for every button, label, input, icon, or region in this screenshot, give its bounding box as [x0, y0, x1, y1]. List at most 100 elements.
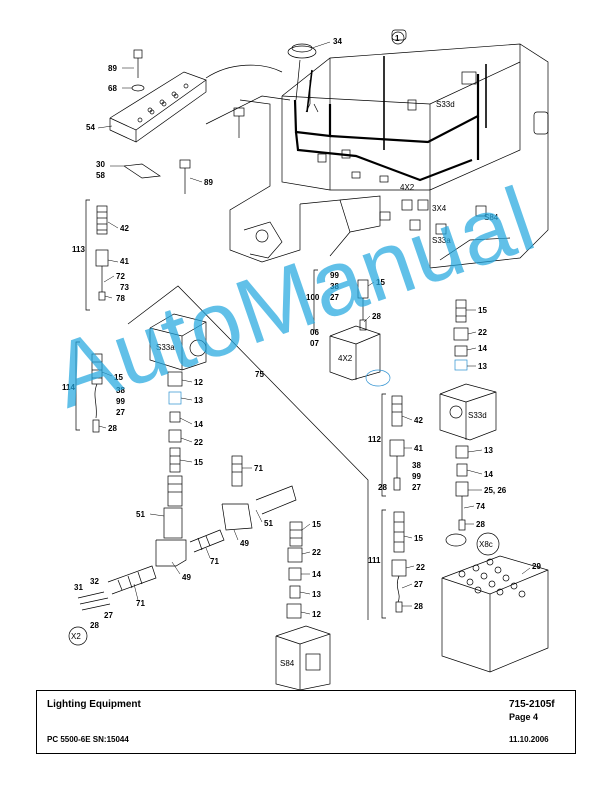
callout-72: 72 — [116, 272, 125, 281]
callout-27b: 27 — [104, 611, 113, 620]
callout-15b: 15 — [194, 458, 203, 467]
leader-lines — [97, 41, 531, 615]
callout-13c: 13 — [478, 362, 487, 371]
switch-s84-stack — [275, 521, 331, 690]
tag-s84: S84 — [484, 213, 499, 222]
callout-12b: 12 — [312, 610, 321, 619]
callout-15d: 15 — [376, 278, 385, 287]
callout-28b: 28 — [90, 621, 99, 630]
callout-25-26: 25, 26 — [484, 486, 507, 495]
parts-diagram: 1 34 89 68 54 30 58 89 42 113 41 72 73 7… — [62, 29, 549, 690]
callout-51b: 51 — [264, 519, 273, 528]
callout-34: 34 — [333, 37, 342, 46]
tag-s33d: S33d — [436, 100, 455, 109]
callout-27: 27 — [116, 408, 125, 417]
callout-38b: 38 — [330, 282, 339, 291]
callout-41b: 41 — [414, 444, 423, 453]
callout-22c: 22 — [416, 563, 425, 572]
tag-x2: X2 — [71, 632, 81, 641]
callout-100: 100 — [306, 293, 320, 302]
callout-28e: 28 — [414, 602, 423, 611]
callout-71b: 71 — [210, 557, 219, 566]
callout-71c: 71 — [136, 599, 145, 608]
connector-group-112 — [381, 393, 405, 497]
document-number: 715-2105f — [509, 699, 555, 710]
callout-labels: 1 34 89 68 54 30 58 89 42 113 41 72 73 7… — [62, 34, 541, 630]
callout-114: 114 — [62, 383, 75, 392]
callout-28d: 28 — [378, 483, 387, 492]
callout-71: 71 — [254, 464, 263, 473]
document-title: Lighting Equipment — [47, 699, 141, 710]
callout-51: 51 — [136, 510, 145, 519]
callout-42: 42 — [120, 224, 129, 233]
tag-s33a-box: S33a — [156, 343, 175, 352]
callout-32: 32 — [90, 577, 99, 586]
callout-14: 14 — [194, 420, 203, 429]
callout-12: 12 — [194, 378, 203, 387]
callout-89: 89 — [108, 64, 117, 73]
callout-1: 1 — [395, 34, 400, 43]
callout-15: 15 — [114, 373, 123, 382]
tag-x8c: X8c — [479, 540, 493, 549]
page-number: Page 4 — [509, 712, 539, 722]
callout-111: 111 — [368, 556, 381, 565]
callout-75: 75 — [255, 370, 264, 379]
callout-27d: 27 — [412, 483, 421, 492]
callout-68: 68 — [108, 84, 117, 93]
callout-27e: 27 — [414, 580, 423, 589]
callout-38: 38 — [116, 386, 125, 395]
tag-4x2: 4X2 — [400, 183, 415, 192]
callout-58: 58 — [96, 171, 105, 180]
callout-54: 54 — [86, 123, 95, 132]
connector-group-114 — [75, 341, 103, 433]
callout-27c: 27 — [330, 293, 339, 302]
callout-113: 113 — [72, 245, 85, 254]
conduit-assembly — [77, 455, 297, 611]
component-tags: S33d 4X2 3X4 S84 S33a S33a 4X2 S33d X8c … — [71, 100, 499, 668]
callout-31: 31 — [74, 583, 83, 592]
title-block: Lighting Equipment 715-2105f Page 4 PC 5… — [36, 690, 576, 754]
callout-15c: 15 — [312, 520, 321, 529]
tag-1-circle — [391, 31, 405, 45]
callout-15e: 15 — [414, 534, 423, 543]
callout-112: 112 — [368, 435, 381, 444]
tag-4x2-box: 4X2 — [338, 354, 353, 363]
junction-box-29 — [441, 555, 549, 673]
callout-89b: 89 — [204, 178, 213, 187]
callout-22b: 22 — [312, 548, 321, 557]
callout-49b: 49 — [182, 573, 191, 582]
switch-s33d-stack — [439, 299, 497, 547]
callout-28f: 28 — [476, 520, 485, 529]
callout-14d: 14 — [484, 470, 493, 479]
callout-42b: 42 — [414, 416, 423, 425]
callout-41: 41 — [120, 257, 129, 266]
callout-14b: 14 — [312, 570, 321, 579]
document-date: 11.10.2006 — [509, 735, 549, 744]
tag-s33d-box: S33d — [468, 411, 487, 420]
connector-group-111 — [381, 509, 407, 619]
tag-x2-circle — [68, 626, 88, 646]
section-line-75 — [127, 285, 369, 620]
callout-28: 28 — [108, 424, 117, 433]
callout-14c: 14 — [478, 344, 487, 353]
tag-3x4: 3X4 — [432, 204, 447, 213]
tag-s33a: S33a — [432, 236, 451, 245]
callout-99b: 99 — [330, 271, 339, 280]
callout-13: 13 — [194, 396, 203, 405]
callout-38c: 38 — [412, 461, 421, 470]
machine-model: PC 5500-6E SN:15044 — [47, 735, 129, 744]
callout-99: 99 — [116, 397, 125, 406]
connector-group-113 — [85, 199, 109, 311]
callout-22d: 22 — [478, 328, 487, 337]
tag-x8c-circle — [476, 532, 500, 556]
callout-07: 07 — [310, 339, 319, 348]
callout-73: 73 — [120, 283, 129, 292]
callout-28c: 28 — [372, 312, 381, 321]
mounting-bracket — [109, 43, 317, 194]
callout-06: 06 — [310, 328, 319, 337]
connector-group-100-4x2 — [313, 269, 391, 387]
callout-22: 22 — [194, 438, 203, 447]
callout-13d: 13 — [484, 446, 493, 455]
callout-29: 29 — [532, 562, 541, 571]
callout-74: 74 — [476, 502, 485, 511]
